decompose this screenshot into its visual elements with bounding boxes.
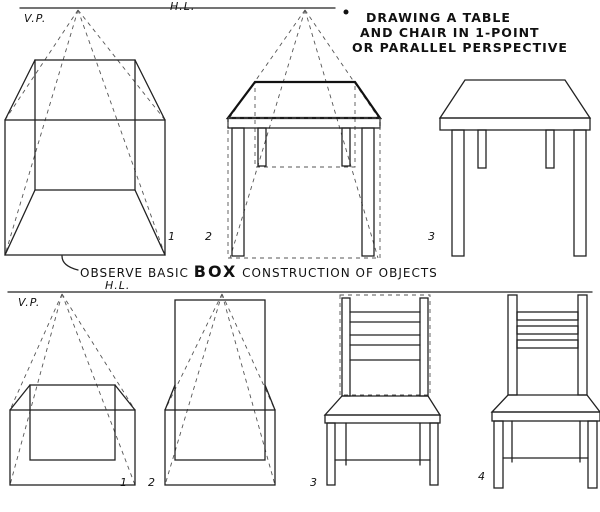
table-step-2 — [225, 9, 383, 259]
caption-arrow — [61, 255, 79, 271]
step-number: 1 — [120, 476, 128, 489]
step-number: 4 — [478, 470, 486, 483]
step-number: 3 — [428, 230, 436, 243]
step-number: 2 — [148, 476, 156, 489]
chair-step-4 — [490, 294, 600, 489]
box-step-2-bottom — [164, 293, 276, 486]
title-line: DRAWING A TABLE — [366, 10, 511, 25]
step-number: 2 — [205, 230, 213, 243]
hl-label-bottom: H.L. — [105, 279, 131, 292]
title-line: OR PARALLEL PERSPECTIVE — [352, 40, 568, 55]
bullet — [343, 9, 349, 15]
caption-emphasis: BOX — [193, 262, 238, 281]
caption: OBSERVE BASIC BOX CONSTRUCTION OF OBJECT… — [80, 262, 438, 281]
title-line: AND CHAIR IN 1-POINT — [360, 25, 540, 40]
box-step-1-bottom — [9, 293, 136, 486]
vp-label-bottom: V.P. — [18, 296, 41, 309]
hl-label-top: H.L. — [170, 0, 196, 13]
vp-label-top: V.P. — [24, 12, 47, 25]
diagram-title: DRAWING A TABLE AND CHAIR IN 1-POINT OR … — [352, 10, 568, 55]
table-step-3 — [438, 79, 592, 257]
step-number: 1 — [168, 230, 176, 243]
caption-text: CONSTRUCTION OF OBJECTS — [242, 266, 438, 280]
step-number: 3 — [310, 476, 318, 489]
chair-step-3 — [323, 294, 442, 486]
box-step-1-top — [4, 9, 166, 256]
caption-text: OBSERVE BASIC — [80, 266, 189, 280]
